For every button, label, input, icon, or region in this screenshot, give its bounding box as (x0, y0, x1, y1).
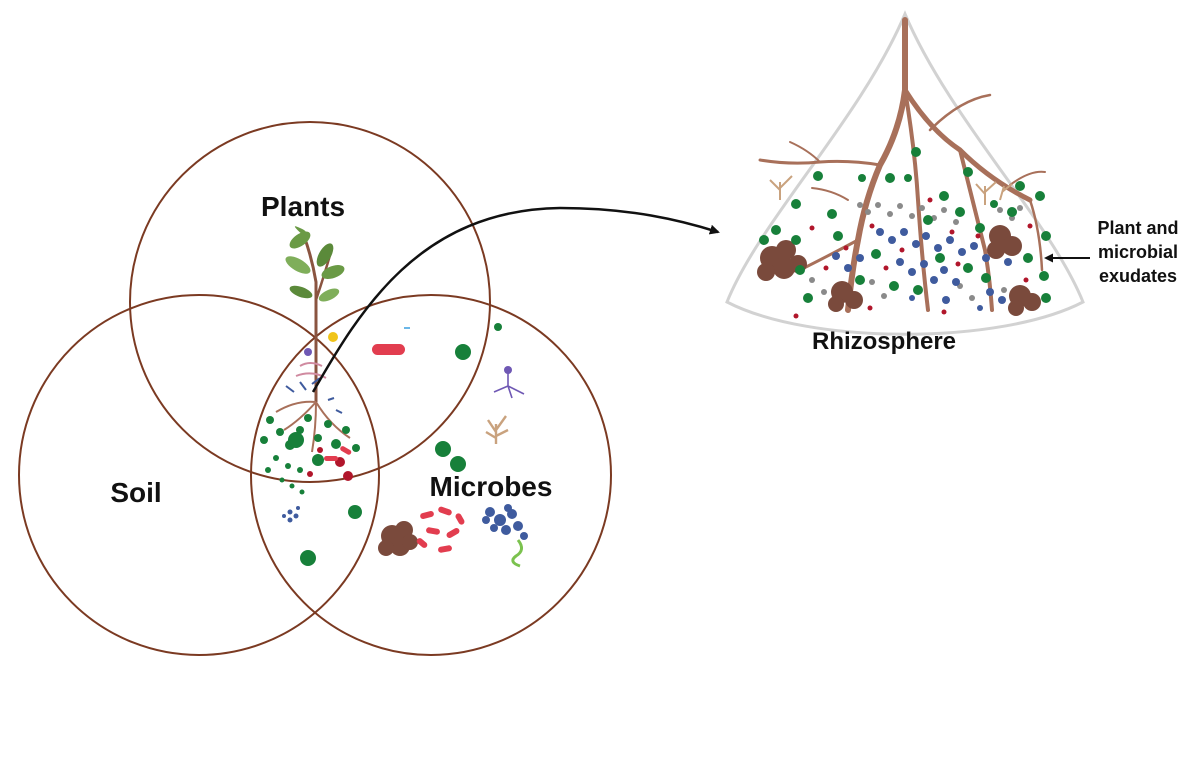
exudate-clusters (809, 202, 1023, 311)
curved-arrow-icon (311, 206, 720, 393)
overlap-particles (260, 348, 360, 523)
fungus-icon (485, 415, 509, 444)
microbes-particles (300, 366, 528, 568)
venn-circle-plants (129, 121, 491, 483)
venn-diagram: Plants Soil Microbes (18, 121, 612, 656)
rhizosphere-zoom-panel: Rhizosphere (725, 10, 1085, 355)
rhizosphere-title: Rhizosphere (812, 328, 956, 355)
plants-microbes-particles (328, 323, 502, 360)
venn-label-soil: Soil (110, 477, 161, 508)
venn-label-microbes: Microbes (430, 471, 553, 502)
mycorrhiza-icon (282, 506, 300, 523)
soil-clumps (757, 225, 1041, 316)
venn-circle-soil (18, 294, 380, 656)
root-system (758, 17, 1046, 313)
red-exudate-particles (793, 197, 1033, 319)
callout-line-3: exudates (1099, 266, 1177, 286)
bacterium-icon (372, 344, 405, 355)
plant-icon (275, 226, 351, 453)
callout-line-1: Plant and (1097, 218, 1178, 238)
exudates-callout: Plant and microbial exudates (1044, 218, 1179, 286)
soil-clump-icon (378, 521, 418, 556)
green-exudate-particles (759, 147, 1051, 303)
venn-label-plants: Plants (261, 191, 345, 222)
venn-circle-microbes (250, 294, 612, 656)
callout-line-2: microbial (1098, 242, 1178, 262)
